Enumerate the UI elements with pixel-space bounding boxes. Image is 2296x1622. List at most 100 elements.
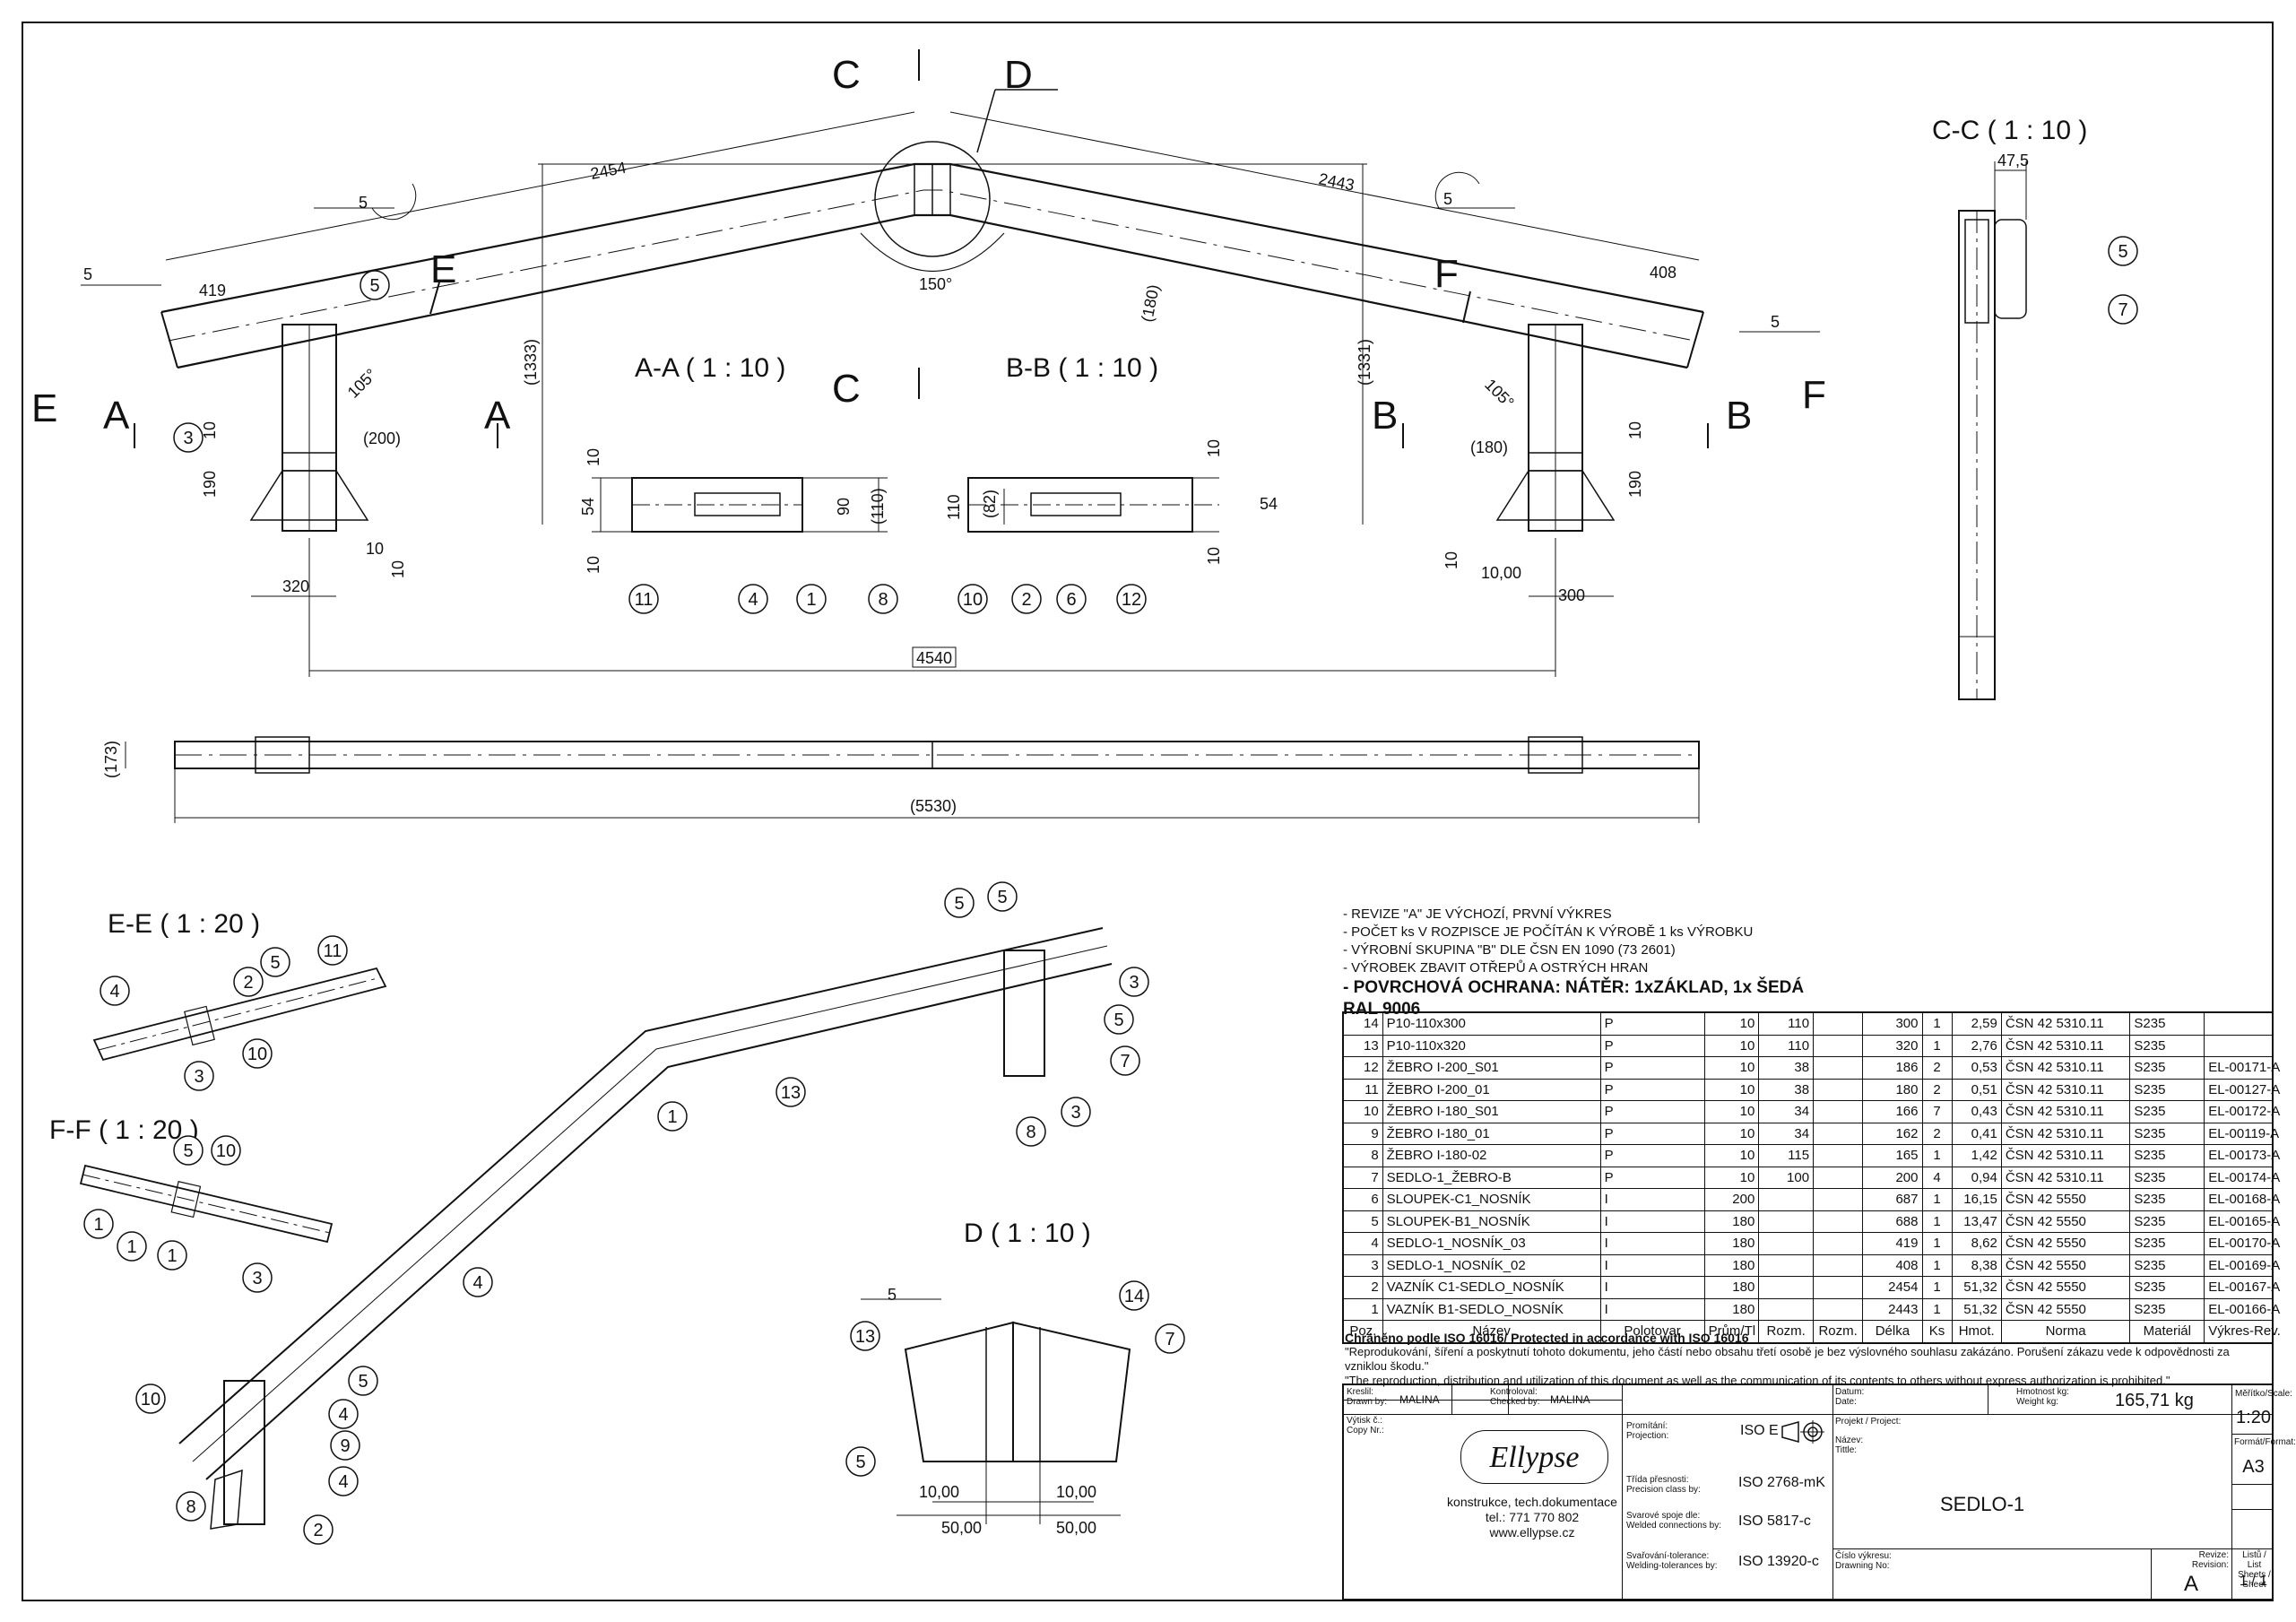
table-cell: 110	[1758, 1011, 1815, 1036]
part-balloon	[211, 1135, 241, 1166]
iso-text-cz: "Reprodukování, šíření a poskytnutí toho…	[1345, 1345, 2230, 1373]
table-cell: 2	[1921, 1056, 1953, 1080]
part-balloon	[1116, 584, 1147, 614]
table-cell: 10	[1703, 1100, 1760, 1123]
table-cell	[2204, 1034, 2274, 1057]
table-cell: 2	[1342, 1276, 1383, 1299]
table-cell	[1813, 1253, 1864, 1277]
table-cell: ČSN 42 5550	[2000, 1297, 2131, 1321]
table-cell: 166	[1862, 1100, 1923, 1123]
dim-10-aa-top: 10	[585, 448, 602, 466]
table-cell	[1813, 1297, 1864, 1321]
table-cell: I	[1599, 1297, 1705, 1321]
table-cell: 10	[1703, 1144, 1760, 1167]
table-cell: ČSN 42 5310.11	[2000, 1144, 2131, 1167]
cut-letter-f-rafter: F	[1434, 252, 1459, 296]
table-cell: 11	[1342, 1078, 1383, 1101]
table-cell: Materiál	[2129, 1320, 2205, 1343]
table-cell: I	[1599, 1210, 1705, 1233]
cut-letter-a-right: A	[484, 394, 511, 438]
table-cell: S235	[2129, 1144, 2205, 1167]
table-cell: 13	[1342, 1034, 1383, 1057]
part-balloon	[1119, 967, 1149, 997]
dim-10-right-a: 10	[1626, 421, 1644, 439]
dim-4540: 4540	[916, 649, 952, 667]
table-cell: Norma	[2000, 1320, 2131, 1343]
table-cell: 9	[1342, 1122, 1383, 1145]
weight-value: 165,71 kg	[2115, 1391, 2194, 1410]
part-balloon-number: 8	[878, 590, 888, 610]
cut-letter-c-top: C	[832, 53, 861, 97]
table-cell: 320	[1862, 1034, 1923, 1057]
part-balloon-number: 5	[369, 276, 379, 296]
format-label: Formát/Format:	[2234, 1437, 2296, 1447]
part-balloon-number: 1	[93, 1215, 103, 1235]
table-cell: EL-00168-A	[2204, 1188, 2280, 1211]
part-balloon-number: 1	[126, 1237, 136, 1257]
part-balloon-number: 2	[313, 1521, 323, 1540]
dim-90: 90	[835, 498, 853, 516]
part-balloon-number: 4	[472, 1273, 482, 1293]
dim-1331: (1331)	[1356, 339, 1373, 386]
part-balloon	[796, 584, 827, 614]
note-line: - REVIZE "A" JE VÝCHOZÍ, PRVNÍ VÝKRES	[1343, 906, 1612, 922]
table-cell: 180	[1703, 1297, 1760, 1321]
table-cell: ČSN 42 5550	[2000, 1232, 2131, 1255]
part-balloon-number: 10	[216, 1141, 236, 1161]
cut-letter-e-left: E	[31, 386, 57, 430]
table-cell: 4	[1342, 1232, 1383, 1255]
welding-tolerance-value: ISO 13920-c	[1738, 1554, 1819, 1569]
part-balloon-number: 1	[667, 1107, 677, 1127]
drawing-frame	[22, 22, 2274, 1601]
table-cell: ŽEBRO I-200_S01	[1382, 1056, 1601, 1080]
part-balloon-number: 6	[1066, 590, 1076, 610]
table-cell: 8,62	[1951, 1232, 2002, 1255]
section-aa-drawing	[592, 477, 888, 533]
table-cell	[1813, 1232, 1864, 1255]
table-cell: 10	[1703, 1078, 1760, 1101]
table-cell: S235	[2129, 1034, 2205, 1057]
part-balloon-number: 7	[2118, 300, 2127, 320]
dim-10-left-b: 10	[366, 540, 384, 558]
table-cell: ŽEBRO I-200_01	[1382, 1078, 1601, 1101]
part-balloon-number: 3	[183, 429, 193, 448]
dim-1000-d-left: 10,00	[919, 1483, 959, 1501]
table-cell: ČSN 42 5550	[2000, 1276, 2131, 1299]
part-balloon-number: 3	[1129, 973, 1139, 993]
table-cell: 110	[1758, 1034, 1815, 1057]
table-cell: P	[1599, 1034, 1705, 1057]
table-cell: 0,94	[1951, 1166, 2002, 1189]
table-cell: 51,32	[1951, 1276, 2002, 1299]
table-cell: 1	[1921, 1210, 1953, 1233]
weight-label: Hmotnost kg:Weight kg:	[2016, 1387, 2069, 1407]
dim-5-weld-4: 5	[1771, 313, 1780, 331]
detail-d-drawing	[861, 1298, 1131, 1524]
table-cell: ČSN 42 5310.11	[2000, 1078, 2131, 1101]
table-cell	[1813, 1276, 1864, 1299]
table-cell: 13,47	[1951, 1210, 2002, 1233]
part-balloon	[157, 1240, 187, 1271]
table-cell: 1	[1921, 1034, 1953, 1057]
precision-value: ISO 2768-mK	[1738, 1475, 1825, 1490]
dim-50-d-left: 50,00	[941, 1519, 982, 1537]
part-balloon	[317, 935, 348, 966]
part-balloon-number: 5	[997, 888, 1007, 907]
table-cell: 14	[1342, 1011, 1383, 1036]
sheets-value: 1 / 1	[2239, 1574, 2268, 1589]
part-balloon-number: 4	[109, 982, 119, 1002]
table-cell: 2	[1921, 1122, 1953, 1145]
table-cell: S235	[2129, 1232, 2205, 1255]
table-cell: Polotovar	[1599, 1320, 1705, 1343]
table-cell: SLOUPEK-C1_NOSNÍK	[1382, 1188, 1601, 1211]
table-cell: Název	[1382, 1320, 1601, 1343]
dim-110-aa: (110)	[869, 488, 887, 525]
table-cell: 1,42	[1951, 1144, 2002, 1167]
table-cell: 8,38	[1951, 1253, 2002, 1277]
